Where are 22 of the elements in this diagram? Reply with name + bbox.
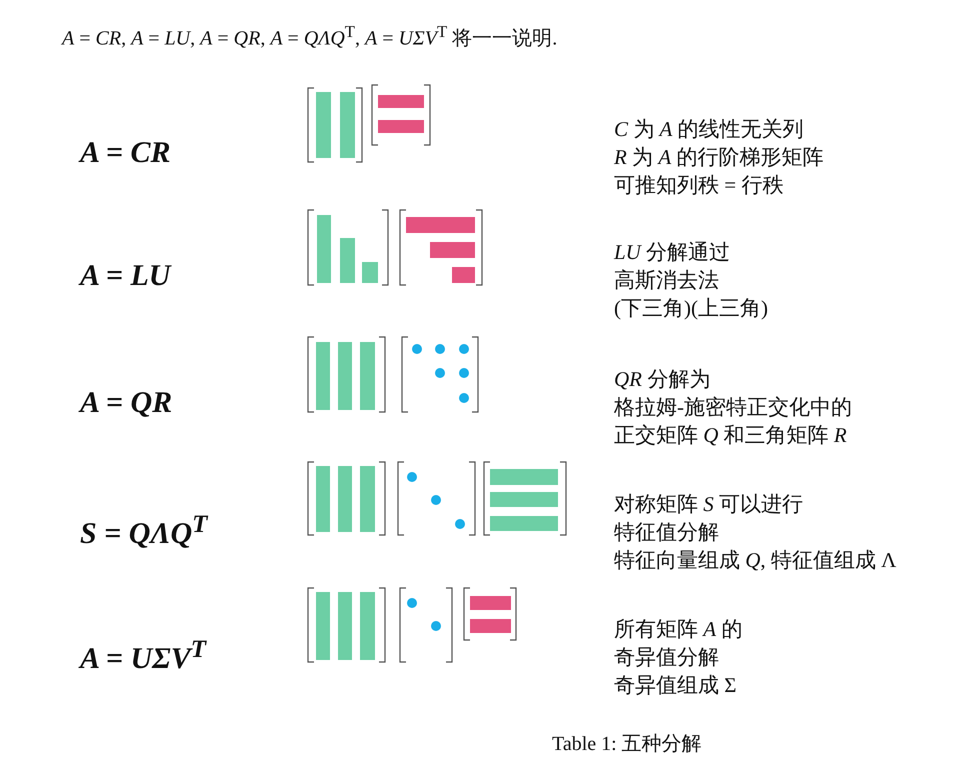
table-caption: Table 1: 五种分解 xyxy=(552,732,702,757)
description-text: R 为 A 的行阶梯形矩阵 xyxy=(614,144,824,171)
description-text: 正交矩阵 Q 和三角矩阵 R xyxy=(614,422,847,449)
formula: A = LU xyxy=(80,259,170,293)
description-text: 对称矩阵 S 可以进行 xyxy=(614,491,803,518)
description-text: 特征值分解 xyxy=(614,519,719,546)
heading-text: A = CR, A = LU, A = QR, A = QΛQ$^{T}$, A = UΣV$^{T}$ 将一一说明. xyxy=(62,22,558,52)
description-text: 奇异值分解 xyxy=(614,644,719,671)
formula: A = CR xyxy=(80,136,170,170)
description-text: C 为 A 的线性无关列 xyxy=(614,116,804,143)
description-text: 可推知列秩 = 行秩 xyxy=(614,172,784,199)
description-text: 格拉姆-施密特正交化中的 xyxy=(614,394,852,421)
description-text: (下三角)(上三角) xyxy=(614,295,768,322)
formula: A = UΣV$^{T}$ xyxy=(80,636,206,676)
formula: S = QΛQ$^{T}$ xyxy=(80,511,208,551)
description-text: 高斯消去法 xyxy=(614,267,719,294)
description-text: 奇异值组成 Σ xyxy=(614,672,736,699)
description-text: QR 分解为 xyxy=(614,366,710,393)
description-text: LU 分解通过 xyxy=(614,239,730,266)
formula: A = QR xyxy=(80,386,172,420)
description-text: 特征向量组成 Q, 特征值组成 Λ xyxy=(614,547,896,574)
description-text: 所有矩阵 A 的 xyxy=(614,616,742,643)
